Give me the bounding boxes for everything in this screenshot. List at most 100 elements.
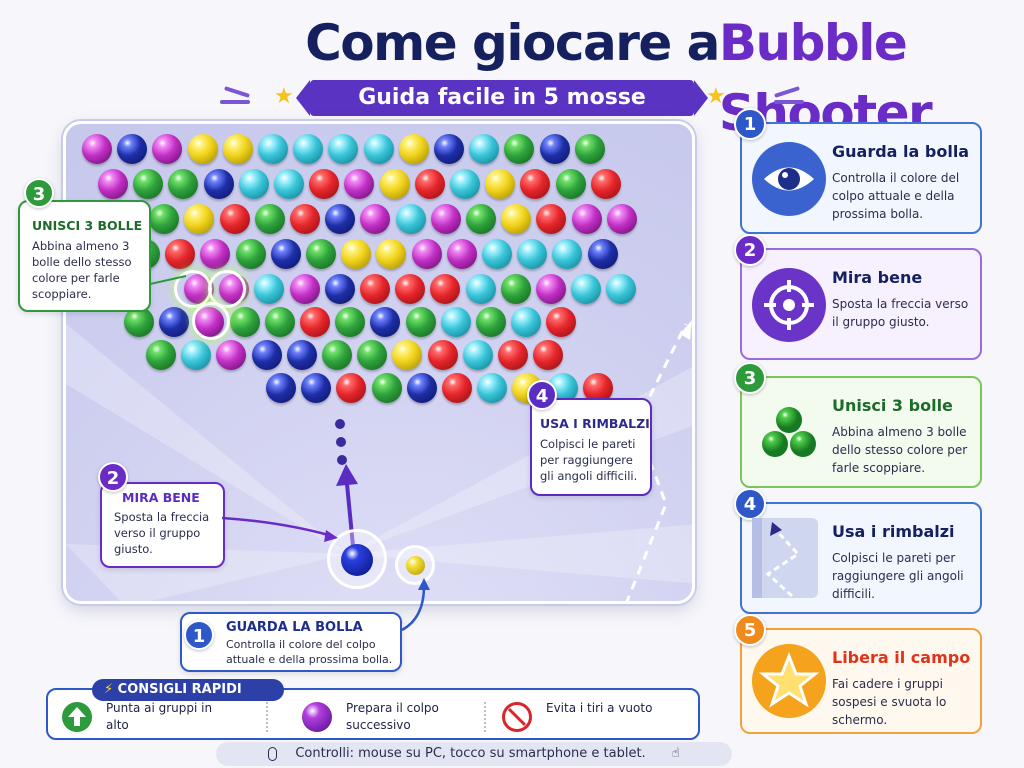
bubble <box>152 134 183 164</box>
step-3-title: Unisci 3 bolle <box>832 396 953 415</box>
callout-3-body: Abbina almeno 3 bolle dello stesso color… <box>32 239 132 301</box>
callout-guarda <box>180 612 402 672</box>
bubble <box>341 239 372 269</box>
bubble <box>184 204 215 234</box>
bubble <box>117 134 148 164</box>
bubble <box>165 239 196 269</box>
bubble <box>392 340 423 370</box>
bubble <box>371 373 402 403</box>
bubble <box>238 169 269 199</box>
callout-1-title: GUARDA LA BOLLA <box>226 620 363 635</box>
tip-3-text: Evita i tiri a vuoto <box>546 701 653 715</box>
bubble <box>606 274 637 304</box>
step-1-title: Guarda la bolla <box>832 142 970 161</box>
tip-separator <box>266 702 268 732</box>
step-card-1: 1 Guarda la bolla Controlla il colore de… <box>734 108 982 234</box>
decor-dash <box>224 86 250 98</box>
bubble <box>274 169 304 199</box>
bubble <box>219 204 250 234</box>
callout-1-arrow <box>401 578 430 632</box>
bubble <box>574 134 605 164</box>
star-icon: ★ <box>274 84 294 109</box>
bubble <box>357 340 388 370</box>
next-bubble <box>406 556 425 575</box>
no-icon <box>502 702 532 732</box>
bubble <box>229 307 260 337</box>
bubble <box>450 169 480 199</box>
step-4-title: Usa i rimbalzi <box>832 522 955 541</box>
step-2-number: 2 <box>734 234 766 266</box>
bubble <box>149 204 180 234</box>
bubble <box>363 134 394 164</box>
step-2-title: Mira bene <box>832 268 923 287</box>
step-5-number: 5 <box>734 614 766 646</box>
bubble <box>555 169 586 199</box>
eye-icon <box>752 142 826 216</box>
bubble <box>430 204 461 234</box>
bubble <box>328 134 359 164</box>
tip-separator <box>484 702 486 732</box>
bubble <box>517 239 548 269</box>
bubble <box>398 134 429 164</box>
match-highlight <box>192 302 230 340</box>
match-highlight <box>208 270 246 308</box>
bubble <box>98 169 128 199</box>
lightning-icon: ⚡ <box>104 682 118 697</box>
callout-unisci <box>18 200 151 312</box>
step-5-desc: Fai cadere i gruppi sospesi e svuota lo … <box>832 677 947 727</box>
step-card-4: 4 Usa i rimbalzi Colpisci le pareti per … <box>734 488 982 614</box>
step-3-desc: Abbina almeno 3 bolle dello stesso color… <box>832 425 968 475</box>
bubble <box>146 340 176 370</box>
bubble <box>466 204 496 234</box>
bubble <box>336 373 367 403</box>
bubble <box>504 134 535 164</box>
bubble <box>571 274 602 304</box>
bubble <box>286 340 317 370</box>
controls-footer: Controlli: mouse su PC, tocco su smartph… <box>216 742 732 766</box>
bubble <box>360 274 390 304</box>
bubble <box>546 307 577 337</box>
bubble <box>270 239 301 269</box>
bubble <box>485 169 516 199</box>
bubble <box>203 169 234 199</box>
current-bubble[interactable] <box>341 544 373 576</box>
bubble <box>465 274 496 304</box>
callout-1-body: Controlla il colore del colpo attuale e … <box>226 638 393 666</box>
bubble <box>264 307 295 337</box>
callout-4-title: USA I RIMBALZI <box>540 416 650 431</box>
bubble <box>395 274 426 304</box>
bubble <box>82 134 112 164</box>
bubble <box>571 204 602 234</box>
next-ring <box>395 545 435 585</box>
bubble <box>254 204 285 234</box>
star-icon: ★ <box>706 84 726 109</box>
tip-2-text: Prepara il colpo successivo <box>346 701 439 732</box>
bubble <box>159 307 190 337</box>
step-4-number: 4 <box>734 488 766 520</box>
tips-header: ⚡ CONSIGLI RAPIDI <box>92 679 284 701</box>
title-part2: Bubble Shooter <box>718 14 933 142</box>
bubble <box>498 340 528 370</box>
bubble <box>501 204 532 234</box>
bubble <box>133 169 164 199</box>
bubble <box>187 134 218 164</box>
bubble <box>536 204 567 234</box>
bubble <box>266 373 296 403</box>
decor-dash <box>220 100 250 104</box>
bubble <box>406 373 437 403</box>
step-5-title: Libera il campo <box>832 648 971 667</box>
bubble <box>606 204 637 234</box>
callout-2-title: MIRA BENE <box>122 490 200 505</box>
step-2-desc: Sposta la freccia verso il gruppo giusto… <box>832 297 969 329</box>
callout-2-body: Sposta la freccia verso il gruppo giusto… <box>114 510 210 556</box>
star-icon <box>752 644 826 718</box>
bubble <box>536 274 566 304</box>
bubble <box>395 204 426 234</box>
bubble <box>251 340 282 370</box>
bubble <box>414 169 445 199</box>
bubble-icon <box>302 702 332 732</box>
bubble <box>411 239 442 269</box>
bubble <box>306 239 336 269</box>
bubble <box>477 373 508 403</box>
bubble <box>587 239 618 269</box>
